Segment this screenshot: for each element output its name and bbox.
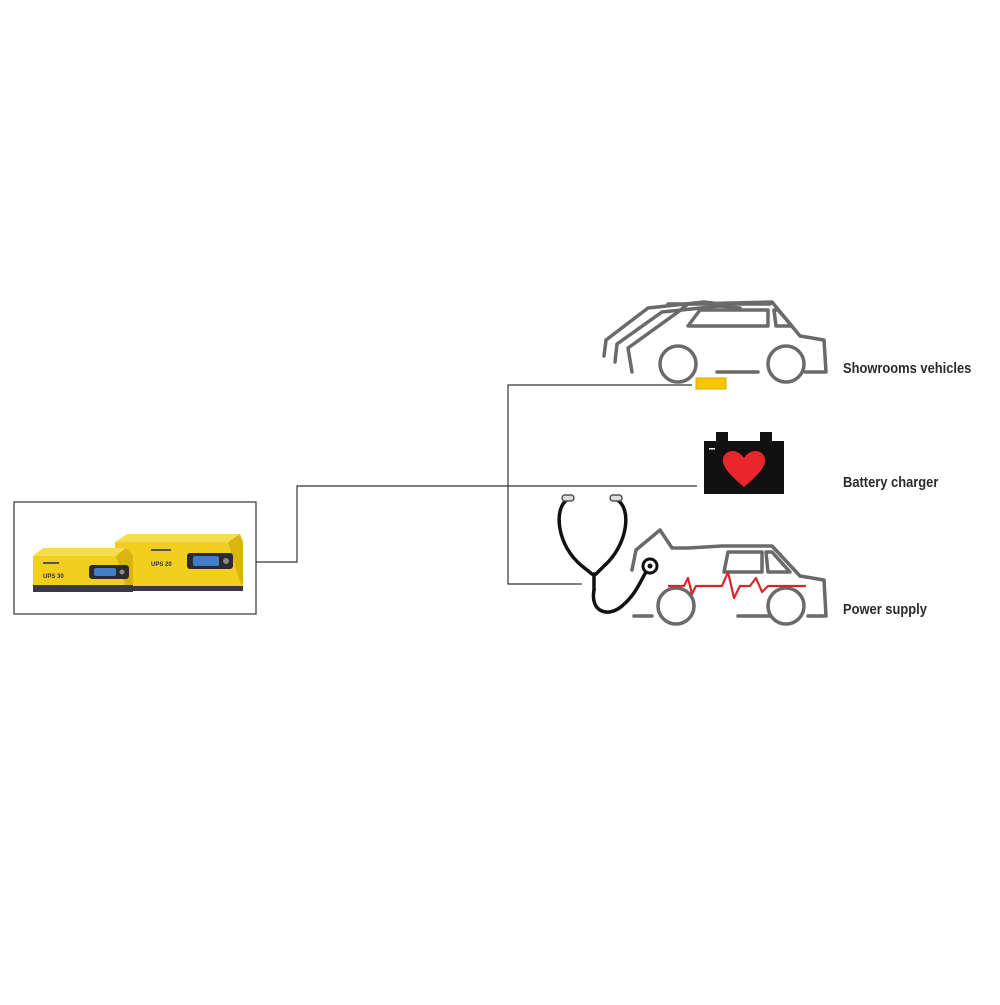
- line-trunk-vertical: [507, 384, 692, 585]
- connection-lines: [256, 384, 697, 585]
- showroom-connector: [695, 377, 727, 390]
- label-power-supply: Power supply: [843, 601, 927, 618]
- unit-model-1: UPS 30: [43, 574, 64, 580]
- battery-heart-icon: [704, 432, 784, 494]
- unit-model-2: UPS 20: [151, 562, 172, 568]
- heartbeat-pulse-icon: [668, 570, 806, 600]
- showroom-cars-icon: [602, 300, 828, 384]
- charger-unit-large: UPS 20: [115, 534, 243, 591]
- label-battery-charger: Battery charger: [843, 474, 939, 491]
- charger-device-icon: UPS 20 UPS 30: [13, 501, 257, 615]
- stethoscope-icon: [557, 494, 659, 614]
- label-showrooms-vehicles: Showrooms vehicles: [843, 360, 972, 377]
- charger-unit-small: UPS 30: [33, 548, 133, 592]
- line-device-to-trunk: [256, 485, 697, 563]
- diagnosis-car-icon: [630, 528, 828, 626]
